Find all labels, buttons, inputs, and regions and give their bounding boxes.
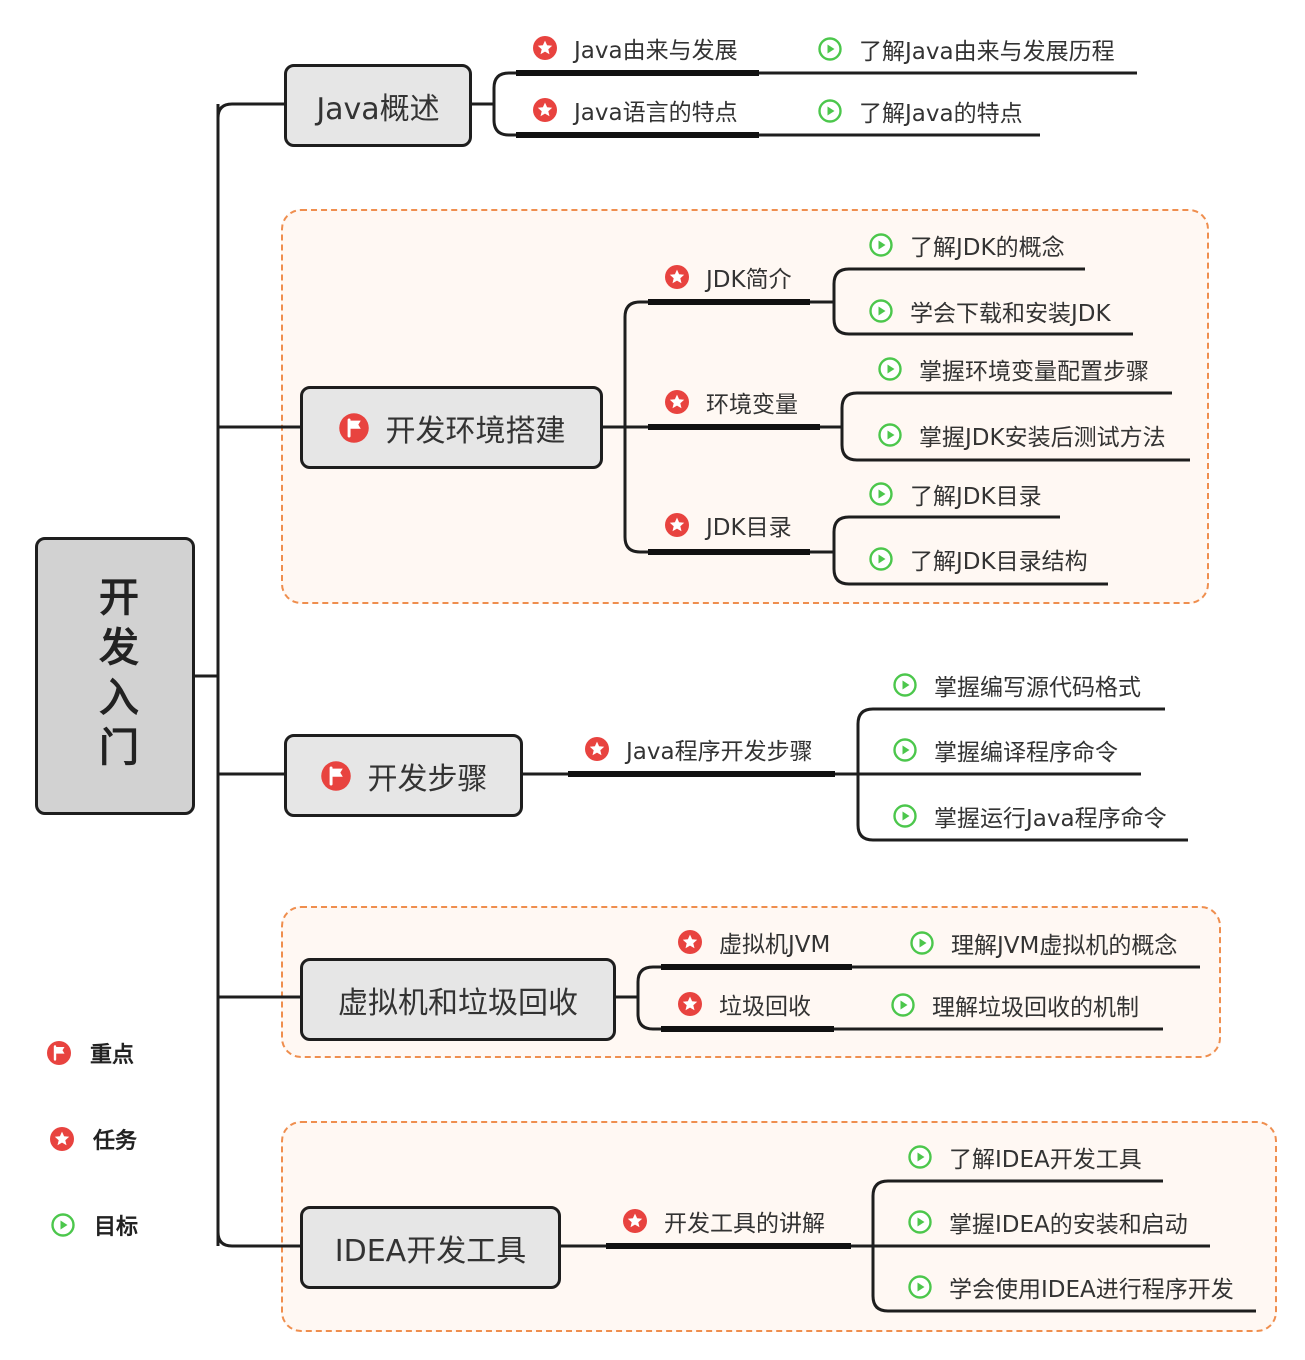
play-icon (893, 804, 917, 828)
goal-jdk-test[interactable]: 掌握JDK安装后测试方法 (877, 418, 1166, 452)
goal-label: 掌握JDK安装后测试方法 (919, 425, 1166, 451)
star-icon (623, 1209, 647, 1233)
goal-jvm-concept[interactable]: 理解JVM虚拟机的概念 (909, 926, 1177, 960)
goal-label: 理解JVM虚拟机的概念 (951, 933, 1178, 959)
goal-run-cmd[interactable]: 掌握运行Java程序命令 (892, 799, 1167, 833)
goal-idea-install[interactable]: 掌握IDEA的安装和启动 (907, 1205, 1188, 1239)
legend-key-point: 重点 (46, 1037, 134, 1069)
play-icon (818, 99, 842, 123)
task-java-features[interactable]: Java语言的特点 (532, 93, 738, 127)
task-jdk-dir[interactable]: JDK目录 (664, 508, 792, 542)
star-icon (665, 390, 689, 414)
play-icon (869, 233, 893, 257)
star-icon (678, 930, 702, 954)
goal-jdk-dir[interactable]: 了解JDK目录 (868, 477, 1042, 511)
play-icon (869, 299, 893, 323)
task-label: Java由来与发展 (574, 38, 738, 64)
task-dev-tool[interactable]: 开发工具的讲解 (622, 1204, 825, 1238)
play-icon (818, 37, 842, 61)
goal-source-format[interactable]: 掌握编写源代码格式 (892, 668, 1141, 702)
task-label: 开发工具的讲解 (664, 1211, 825, 1237)
task-label: 虚拟机JVM (719, 932, 831, 958)
task-label: JDK目录 (706, 515, 792, 541)
goal-label: 掌握编译程序命令 (934, 740, 1118, 766)
play-icon (893, 673, 917, 697)
goal-label: 了解JDK目录 (910, 484, 1042, 510)
task-gc[interactable]: 垃圾回收 (677, 987, 811, 1021)
goal-label: 掌握运行Java程序命令 (934, 806, 1167, 832)
play-icon (869, 547, 893, 571)
goal-java-features[interactable]: 了解Java的特点 (817, 94, 1023, 128)
branch-dev-steps[interactable]: 开发步骤 (284, 734, 523, 817)
play-icon (891, 993, 915, 1017)
play-icon (878, 357, 902, 381)
legend-label: 重点 (90, 1043, 135, 1068)
goal-idea-dev[interactable]: 学会使用IDEA进行程序开发 (907, 1270, 1234, 1304)
goal-label: 了解Java的特点 (859, 101, 1023, 127)
task-label: Java语言的特点 (574, 100, 738, 126)
star-icon (533, 98, 557, 122)
play-icon (910, 931, 934, 955)
goal-label: 学会使用IDEA进行程序开发 (949, 1277, 1234, 1303)
star-icon (50, 1127, 74, 1151)
goal-label: 掌握环境变量配置步骤 (919, 359, 1149, 385)
goal-label: 了解Java由来与发展历程 (859, 39, 1115, 65)
goal-jdk-dir-struct[interactable]: 了解JDK目录结构 (868, 542, 1088, 576)
task-label: 垃圾回收 (719, 994, 811, 1020)
branch-title: 开发步骤 (367, 761, 488, 797)
play-icon (878, 423, 902, 447)
task-label: Java程序开发步骤 (626, 739, 813, 765)
branch-title: Java概述 (316, 91, 440, 127)
play-icon (51, 1213, 75, 1237)
goal-java-origin[interactable]: 了解Java由来与发展历程 (817, 32, 1115, 66)
branch-title: 虚拟机和垃圾回收 (338, 985, 578, 1021)
root-title: 开发入门 (92, 576, 138, 776)
goal-idea-intro[interactable]: 了解IDEA开发工具 (907, 1140, 1142, 1174)
star-icon (665, 265, 689, 289)
play-icon (908, 1145, 932, 1169)
branch-title: 开发环境搭建 (385, 413, 566, 449)
branch-dev-env[interactable]: 开发环境搭建 (300, 386, 603, 469)
flag-icon (337, 411, 370, 444)
play-icon (869, 482, 893, 506)
goal-jdk-concept[interactable]: 了解JDK的概念 (868, 228, 1065, 262)
goal-gc-mechanism[interactable]: 理解垃圾回收的机制 (890, 988, 1139, 1022)
goal-compile-cmd[interactable]: 掌握编译程序命令 (892, 733, 1118, 767)
flag-icon (319, 759, 352, 792)
play-icon (893, 738, 917, 762)
goal-env-config[interactable]: 掌握环境变量配置步骤 (877, 352, 1149, 386)
task-java-dev-steps[interactable]: Java程序开发步骤 (584, 732, 813, 766)
legend-goal: 目标 (50, 1209, 138, 1241)
star-icon (585, 737, 609, 761)
task-java-origin[interactable]: Java由来与发展 (532, 31, 738, 65)
star-icon (678, 992, 702, 1016)
star-icon (533, 36, 557, 60)
play-icon (908, 1275, 932, 1299)
task-label: JDK简介 (706, 267, 792, 293)
branch-idea[interactable]: IDEA开发工具 (300, 1206, 561, 1289)
task-env-vars[interactable]: 环境变量 (664, 385, 798, 419)
task-label: 环境变量 (706, 392, 798, 418)
legend-label: 目标 (94, 1215, 139, 1240)
branch-java-overview[interactable]: Java概述 (284, 64, 472, 147)
goal-label: 了解IDEA开发工具 (949, 1147, 1142, 1173)
goal-label: 掌握编写源代码格式 (934, 675, 1141, 701)
flag-icon (46, 1040, 72, 1066)
legend-label: 任务 (93, 1129, 138, 1154)
play-icon (908, 1210, 932, 1234)
root-node[interactable]: 开发入门 (35, 537, 195, 815)
star-icon (665, 513, 689, 537)
task-jvm[interactable]: 虚拟机JVM (677, 925, 830, 959)
branch-title: IDEA开发工具 (334, 1233, 527, 1269)
goal-label: 了解JDK目录结构 (910, 549, 1088, 575)
legend-task: 任务 (49, 1123, 137, 1155)
goal-jdk-install[interactable]: 学会下载和安装JDK (868, 294, 1111, 328)
branch-jvm-gc[interactable]: 虚拟机和垃圾回收 (300, 958, 616, 1041)
goal-label: 了解JDK的概念 (910, 235, 1065, 261)
goal-label: 学会下载和安装JDK (910, 301, 1111, 327)
task-jdk-intro[interactable]: JDK简介 (664, 260, 792, 294)
goal-label: 理解垃圾回收的机制 (932, 995, 1139, 1021)
goal-label: 掌握IDEA的安装和启动 (949, 1212, 1188, 1238)
